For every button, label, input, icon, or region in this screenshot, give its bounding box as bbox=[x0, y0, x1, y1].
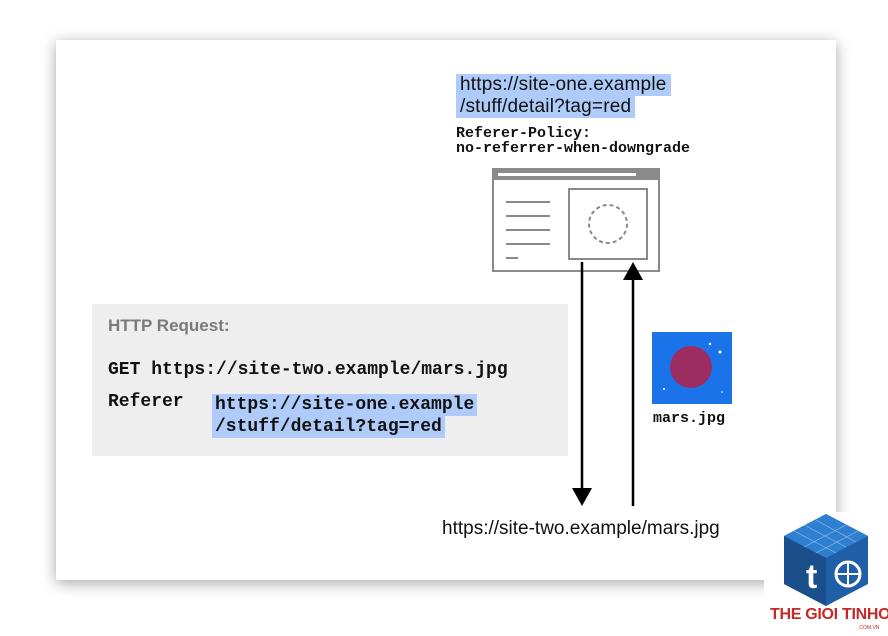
watermark-domain: .COM.VN bbox=[858, 625, 880, 631]
policy-value: no-referrer-when-downgrade bbox=[456, 140, 691, 157]
destination-url: https://site-two.example/mars.jpg bbox=[442, 518, 720, 539]
origin-url-line2: /stuff/detail?tag=red bbox=[456, 96, 636, 118]
referer-line2: /stuff/detail?tag=red bbox=[212, 416, 445, 438]
http-request-title: HTTP Request: bbox=[108, 316, 230, 335]
origin-url: https://site-one.example /stuff/detail?t… bbox=[456, 74, 671, 118]
request-response-arrows bbox=[572, 262, 643, 506]
policy-header: Referer-Policy: bbox=[456, 125, 592, 142]
watermark-logo: t bbox=[764, 512, 888, 636]
get-line: GET https://site-two.example/mars.jpg bbox=[108, 360, 508, 380]
logo-monogram: t bbox=[806, 558, 817, 596]
referer-label: Referer bbox=[108, 392, 184, 412]
referer-line1: https://site-one.example bbox=[212, 394, 478, 416]
mars-image-icon bbox=[652, 332, 732, 404]
referrer-policy: Referer-Policy: no-referrer-when-downgra… bbox=[456, 126, 690, 156]
referer-value: https://site-one.example /stuff/detail?t… bbox=[212, 394, 478, 438]
brand-right: TINHOC bbox=[841, 606, 888, 623]
http-request-box: HTTP Request: GET https://site-two.examp… bbox=[92, 304, 568, 456]
browser-window-icon bbox=[492, 168, 660, 272]
brand-left: THE GIOI bbox=[770, 606, 838, 623]
response-arrow-head bbox=[623, 262, 643, 280]
cube-logo-icon: t bbox=[784, 514, 868, 606]
watermark-brand: THE GIOI TINHOC bbox=[770, 606, 888, 624]
origin-url-line1: https://site-one.example bbox=[456, 74, 671, 96]
request-arrow-head bbox=[572, 488, 592, 506]
mars-filename: mars.jpg bbox=[653, 410, 726, 427]
